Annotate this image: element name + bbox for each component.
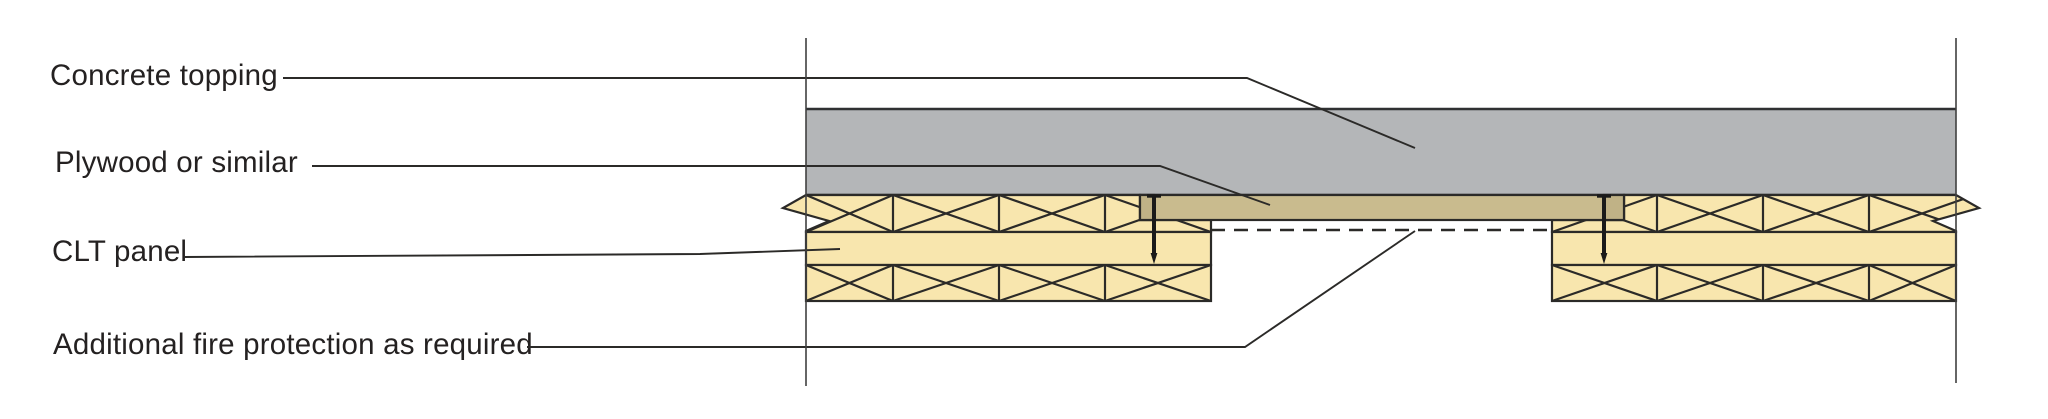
concrete-topping-shape <box>806 107 1956 197</box>
leader-concrete-topping <box>283 77 1416 149</box>
leader-fire-protection <box>527 230 1416 348</box>
plywood-end-left <box>1138 193 1156 222</box>
hatch-left-bottom <box>805 263 1212 303</box>
hatch-right-bottom <box>1551 263 1957 303</box>
clt-left-middle-lamella <box>804 230 1213 267</box>
clt-left-bottom-lamella <box>804 263 1213 303</box>
label-additional-fire-protection: Additional fire protection as required <box>53 328 533 361</box>
plywood-spline-shape <box>1138 193 1626 222</box>
label-plywood-or-similar: Plywood or similar <box>55 146 298 179</box>
plywood-end-right <box>1602 193 1626 222</box>
screw-right <box>1597 194 1611 264</box>
leader-clt-panel <box>184 248 841 258</box>
leader-plywood <box>312 165 1271 206</box>
label-concrete-topping: Concrete topping <box>50 59 278 92</box>
clt-panels <box>780 193 1982 303</box>
clt-right-bottom-lamella <box>1550 263 1958 303</box>
screw-left <box>1147 194 1161 264</box>
label-clt-panel: CLT panel <box>52 235 188 268</box>
clt-right-middle-lamella <box>1550 230 1958 267</box>
